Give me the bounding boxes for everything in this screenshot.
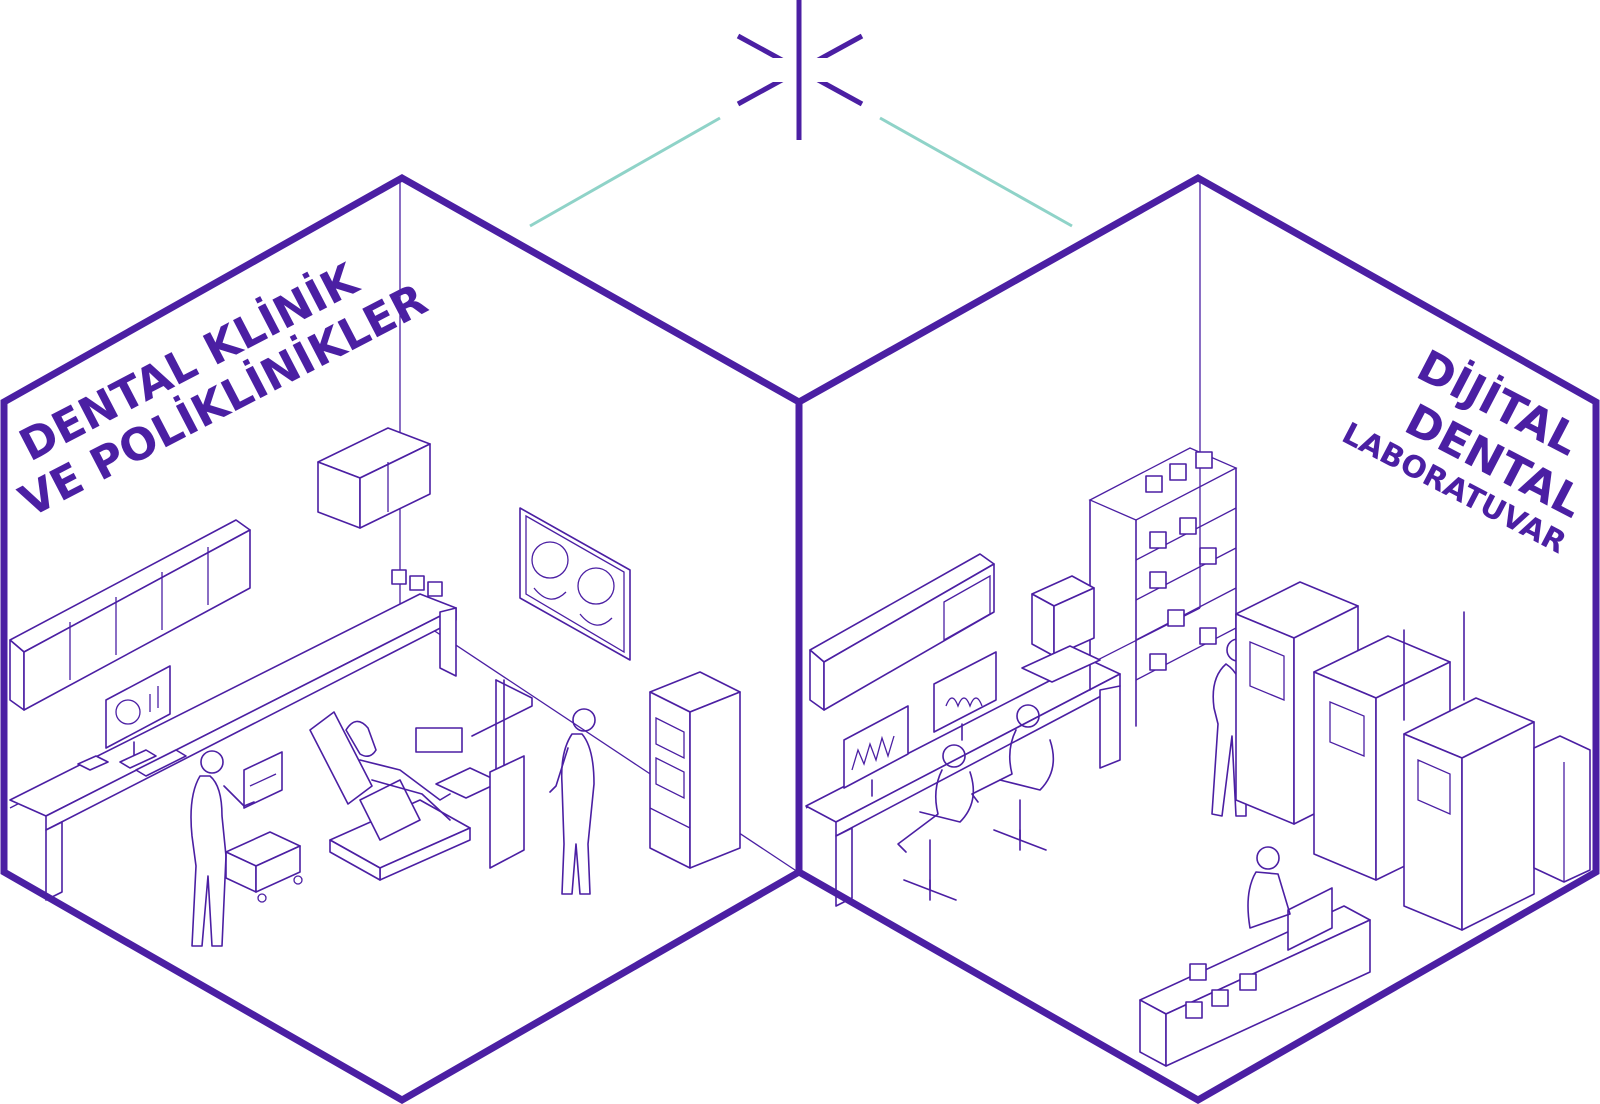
- lab-monitor-left: [843, 705, 909, 797]
- milling-machine-3: [1403, 697, 1535, 931]
- upper-box-cabinet: [317, 427, 431, 529]
- instrument-cart: [225, 751, 303, 903]
- seated-technician-2: [971, 704, 1055, 851]
- right-hexagon-frame: [795, 173, 1600, 1104]
- dental-chair: [309, 711, 501, 881]
- seated-technician-1: [897, 744, 975, 901]
- desktop-scanner: [1021, 575, 1101, 683]
- storage-shelf: [1088, 447, 1238, 727]
- connection-node-icon: [736, 0, 864, 140]
- reception-desk: [1139, 887, 1371, 1067]
- doctor-figure: [549, 708, 596, 895]
- digital-lab-room: DİJİTAL DENTAL LABORATUVAR: [805, 182, 1591, 1067]
- lab-monitor-right: [933, 651, 997, 741]
- connector-line-right: [879, 116, 1073, 228]
- dental-lamp: [471, 679, 533, 869]
- nurse-figure: [190, 750, 255, 947]
- clinic-monitor: [77, 665, 187, 777]
- lab-wall-cabinet: [809, 553, 995, 711]
- receptionist-figure: [1247, 846, 1291, 929]
- wall-cabinet: [9, 519, 251, 711]
- dental-clinic-room: DENTAL KLİNİK VE POLİKLİNİKLER: [9, 182, 799, 947]
- wall-artwork: [519, 507, 631, 661]
- lab-cabinet-corner: [1533, 735, 1591, 883]
- lab-counter: [805, 659, 1121, 907]
- clinic-cabinet-tower: [649, 671, 741, 869]
- connector-line-left: [529, 116, 721, 228]
